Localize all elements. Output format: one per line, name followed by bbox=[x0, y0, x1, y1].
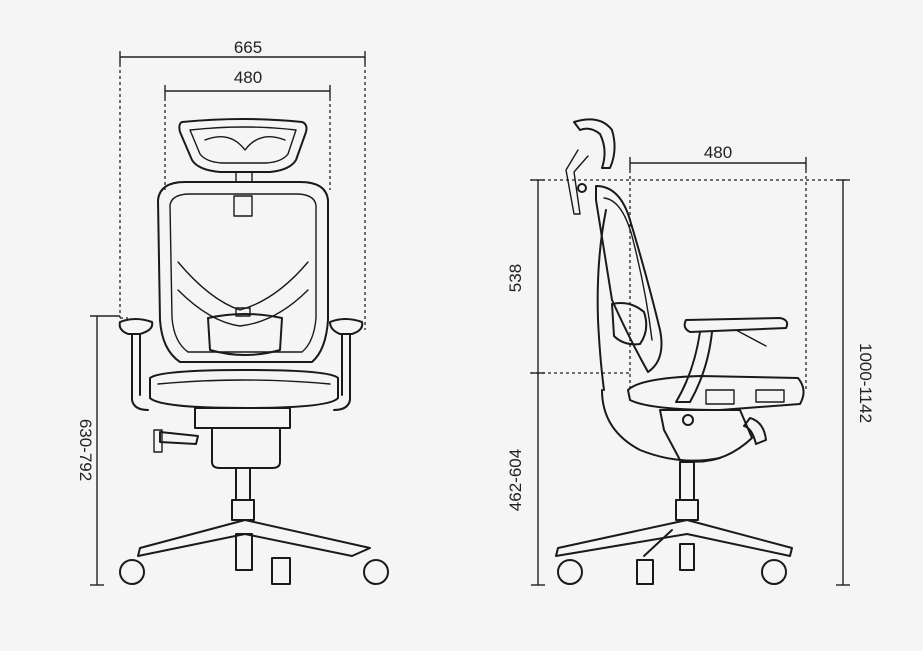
gas-cylinder-base bbox=[231, 499, 255, 521]
label-back-height: 538 bbox=[506, 264, 525, 292]
left-arm-post bbox=[131, 333, 149, 411]
headrest-post bbox=[235, 171, 253, 183]
side-seat-slot bbox=[705, 389, 735, 405]
side-view-dimensions: 480 538 462-604 1000-1142 bbox=[506, 143, 875, 586]
caster-right bbox=[363, 559, 389, 585]
front-view-dimensions: 665 480 630-792 bbox=[76, 38, 366, 586]
headrest bbox=[178, 118, 308, 173]
label-seat-depth: 480 bbox=[704, 143, 732, 162]
caster-left bbox=[119, 559, 145, 585]
mechanism-housing bbox=[211, 427, 281, 469]
side-arm-post bbox=[675, 331, 713, 403]
side-base-arms bbox=[555, 519, 793, 557]
tilt-lever bbox=[159, 431, 199, 445]
right-arm-post bbox=[333, 333, 351, 411]
side-back-spine bbox=[596, 209, 607, 391]
front-view-chair bbox=[118, 118, 389, 585]
lumbar-knob bbox=[235, 307, 251, 317]
back-mesh-curve bbox=[177, 261, 309, 311]
side-caster-right bbox=[761, 559, 787, 585]
side-armrest-pad bbox=[683, 317, 789, 333]
side-mech-knob bbox=[682, 414, 694, 426]
side-paddle bbox=[743, 417, 767, 445]
label-overall-width: 665 bbox=[234, 38, 262, 57]
side-lumbar bbox=[611, 302, 648, 346]
base-arms bbox=[137, 519, 371, 557]
lumbar-support bbox=[207, 313, 283, 356]
side-caster-mid bbox=[636, 559, 654, 585]
label-overall-height: 1000-1142 bbox=[856, 343, 875, 423]
side-base-leg bbox=[679, 543, 695, 571]
side-seat-slot bbox=[755, 389, 785, 403]
backrest-inner-frame bbox=[169, 193, 317, 353]
side-headrest-arm bbox=[565, 149, 589, 215]
side-view-chair bbox=[555, 118, 805, 585]
seat-mechanism bbox=[194, 407, 291, 429]
seat bbox=[149, 369, 339, 409]
side-backrest bbox=[595, 185, 663, 373]
side-headrest bbox=[573, 118, 616, 169]
label-seat-height: 462-604 bbox=[506, 449, 525, 511]
headrest-mesh bbox=[204, 136, 286, 151]
base-front-leg bbox=[235, 533, 253, 571]
back-mesh-curve bbox=[177, 289, 309, 327]
back-clip bbox=[233, 195, 253, 217]
tilt-lever-end bbox=[153, 429, 163, 453]
headrest-inner bbox=[189, 126, 297, 164]
side-lower-frame bbox=[601, 389, 721, 462]
label-armrest-height: 630-792 bbox=[76, 419, 95, 481]
side-caster-left bbox=[557, 559, 583, 585]
side-mechanism bbox=[659, 409, 753, 463]
left-armrest-pad bbox=[118, 318, 154, 335]
backrest-frame bbox=[157, 181, 329, 363]
side-back-mesh bbox=[603, 197, 653, 341]
side-base-front bbox=[643, 529, 673, 557]
side-arm-lever bbox=[735, 329, 767, 347]
side-gas-cylinder bbox=[679, 461, 695, 501]
label-seat-width: 480 bbox=[234, 68, 262, 87]
side-gas-base bbox=[675, 499, 699, 521]
headrest-pivot bbox=[577, 183, 587, 193]
side-seat bbox=[627, 375, 805, 411]
right-armrest-pad bbox=[329, 318, 364, 335]
gas-cylinder bbox=[235, 467, 251, 501]
seat-edge bbox=[157, 379, 331, 385]
caster-front bbox=[271, 557, 291, 585]
